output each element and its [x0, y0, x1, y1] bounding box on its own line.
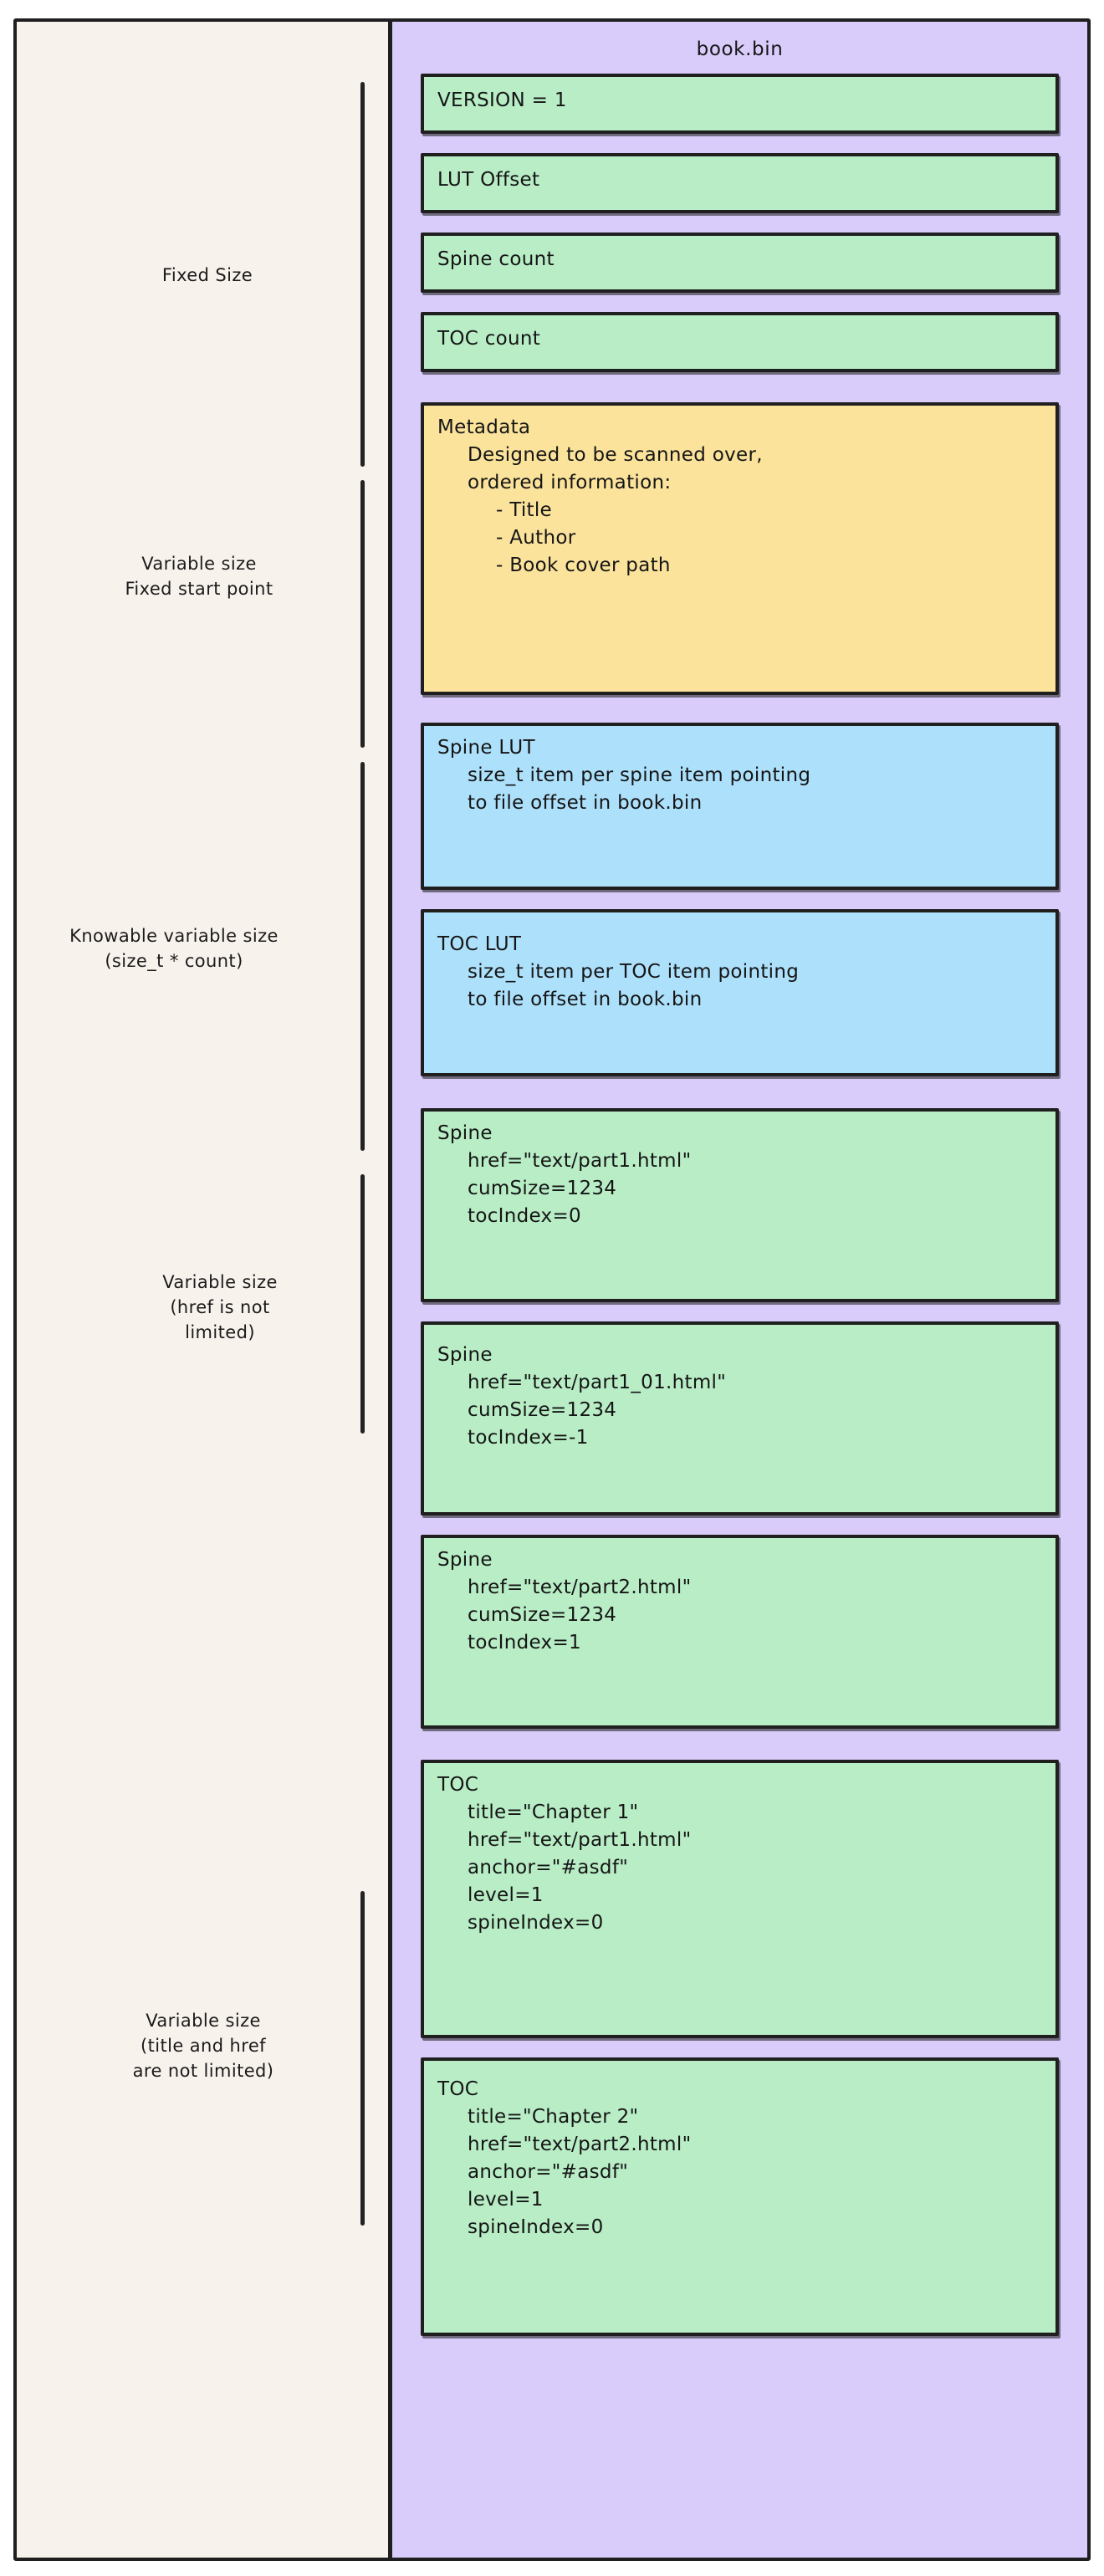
record-line: cumSize=1234: [468, 1399, 617, 1421]
bracket-fixed-size: [360, 82, 365, 467]
bracket-variable-href: [360, 1174, 365, 1434]
record-spine-2[interactable]: Spine href="text/part1_01.html" cumSize=…: [421, 1321, 1059, 1515]
record-line: tocIndex=-1: [468, 1427, 589, 1449]
record-header: Spine: [437, 1549, 493, 1571]
record-header: TOC: [437, 1774, 479, 1796]
record-line: title="Chapter 2": [468, 2106, 639, 2128]
annotation-variable-fixed-start: Variable size Fixed start point: [125, 554, 273, 599]
record-line: size_t item per spine item pointing: [468, 764, 811, 786]
annotation-variable-title-href: Variable size (title and href are not li…: [132, 2011, 274, 2081]
record-header: Spine LUT: [437, 737, 535, 759]
record-header: VERSION = 1: [437, 89, 567, 111]
record-header: TOC: [437, 2078, 479, 2100]
record-line: ordered information:: [468, 472, 672, 493]
record-line: tocIndex=0: [468, 1205, 581, 1227]
record-header: LUT Offset: [437, 169, 540, 191]
record-line: href="text/part2.html": [468, 2134, 692, 2155]
annotation-column: Fixed Size Variable size Fixed start poi…: [17, 22, 388, 2558]
record-line: cumSize=1234: [468, 1604, 617, 1626]
record-toc-2[interactable]: TOC title="Chapter 2" href="text/part2.h…: [421, 2057, 1059, 2336]
record-line: spineIndex=0: [468, 1912, 604, 1934]
annotation-fixed-size: Fixed Size: [161, 265, 253, 285]
record-line: anchor="#asdf": [468, 1857, 629, 1878]
record-line: to file offset in book.bin: [468, 792, 703, 814]
record-line: href="text/part1.html": [468, 1829, 692, 1851]
record-line: to file offset in book.bin: [468, 989, 703, 1010]
record-line: spineIndex=0: [468, 2216, 604, 2238]
record-line: anchor="#asdf": [468, 2161, 629, 2183]
record-metadata[interactable]: Metadata Designed to be scanned over, or…: [421, 402, 1059, 695]
record-line: href="text/part1_01.html": [468, 1372, 727, 1393]
record-header: Metadata: [437, 417, 531, 438]
record-line: href="text/part1.html": [468, 1150, 692, 1172]
record-line: cumSize=1234: [468, 1178, 617, 1199]
record-line: tocIndex=1: [468, 1632, 581, 1653]
record-line: Designed to be scanned over,: [468, 444, 763, 466]
record-spine-3[interactable]: Spine href="text/part2.html" cumSize=123…: [421, 1535, 1059, 1729]
record-toc-count[interactable]: TOC count: [421, 312, 1059, 372]
record-line: - Title: [496, 499, 553, 521]
annotation-variable-href: Variable size (href is not limited): [162, 1272, 278, 1342]
annotation-knowable-variable-size: Knowable variable size (size_t * count): [69, 926, 279, 971]
record-header: Spine: [437, 1344, 493, 1366]
record-spine-lut[interactable]: Spine LUT size_t item per spine item poi…: [421, 723, 1059, 890]
record-header: TOC LUT: [437, 933, 522, 955]
record-toc-lut[interactable]: TOC LUT size_t item per TOC item pointin…: [421, 909, 1059, 1076]
record-line: title="Chapter 1": [468, 1802, 639, 1823]
record-line: level=1: [468, 2189, 544, 2211]
file-title: book.bin: [696, 38, 784, 60]
record-toc-1[interactable]: TOC title="Chapter 1" href="text/part1.h…: [421, 1760, 1059, 2038]
file-panel: book.bin VERSION = 1 LUT Offset Spine co…: [388, 22, 1087, 2558]
record-line: - Book cover path: [496, 555, 671, 576]
bracket-knowable-variable-size: [360, 762, 365, 1151]
record-header: Spine count: [437, 248, 555, 270]
record-version[interactable]: VERSION = 1: [421, 74, 1059, 134]
record-line: size_t item per TOC item pointing: [468, 961, 800, 983]
record-lut-offset[interactable]: LUT Offset: [421, 153, 1059, 213]
bracket-variable-title-href: [360, 1891, 365, 2226]
record-line: href="text/part2.html": [468, 1577, 692, 1598]
record-spine-count[interactable]: Spine count: [421, 233, 1059, 293]
bracket-variable-fixed-start: [360, 480, 365, 748]
record-header: TOC count: [437, 328, 541, 350]
record-line: level=1: [468, 1884, 544, 1906]
diagram-outer-frame: Fixed Size Variable size Fixed start poi…: [13, 18, 1091, 2561]
record-spine-1[interactable]: Spine href="text/part1.html" cumSize=123…: [421, 1108, 1059, 1302]
record-header: Spine: [437, 1122, 493, 1144]
record-line: - Author: [496, 527, 576, 549]
